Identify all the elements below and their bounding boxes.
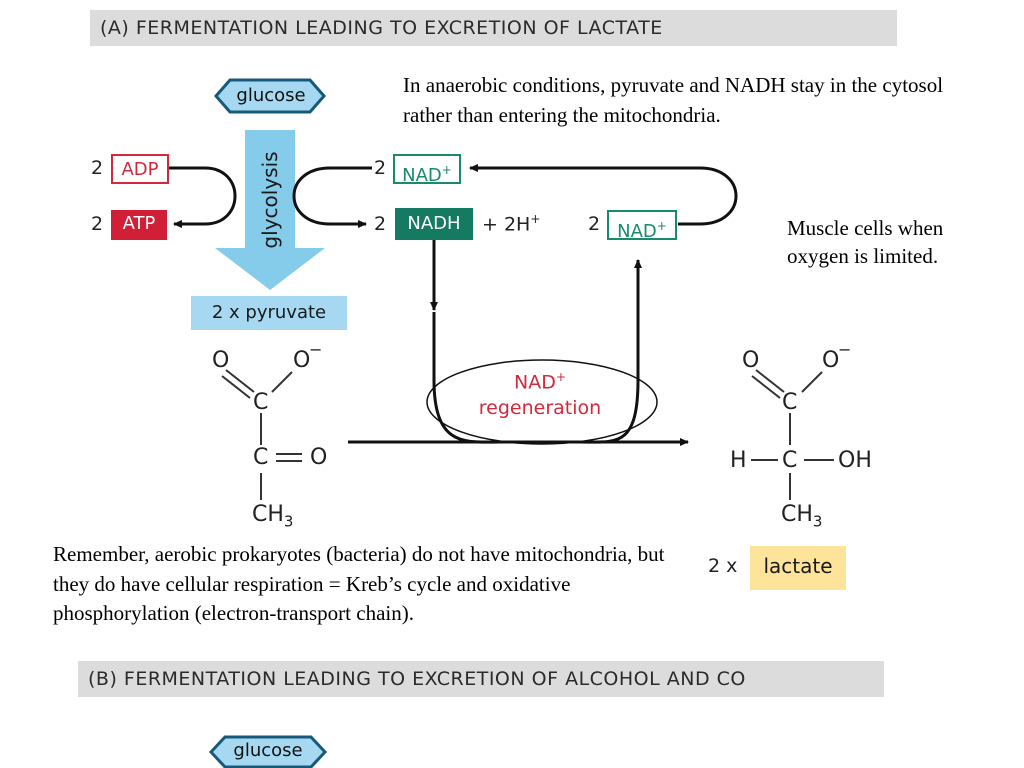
regeneration-highlight-ellipse	[426, 359, 658, 445]
nad-right-box: NAD+	[607, 210, 677, 242]
lactate-prefix: 2 x	[708, 555, 738, 577]
anaerobic-note: In anaerobic conditions, pyruvate and NA…	[403, 73, 944, 127]
nad-top-plus: +	[441, 163, 452, 177]
lactate-oh: OH	[838, 448, 872, 473]
regeneration-label: NAD+ regeneration	[460, 364, 620, 421]
pyruvate-ch3: CH3	[252, 504, 293, 529]
remember-note: Remember, aerobic prokaryotes (bacteria)…	[53, 542, 665, 625]
glucose-hexagon	[214, 78, 326, 114]
pyruvate-o-minus: O	[293, 348, 311, 373]
nadh-count: 2	[374, 213, 387, 235]
glucose-label-b: glucose	[233, 740, 303, 761]
lactate-c-top: C	[782, 390, 798, 415]
nad-top-count: 2	[374, 157, 387, 179]
pyruvate-o-left: O	[212, 348, 230, 373]
lactate-h: H	[730, 448, 747, 473]
lactate-o-left: O	[742, 348, 760, 373]
atp-count: 2	[91, 213, 104, 235]
nad-right-count: 2	[588, 213, 601, 235]
nad-right-plus: +	[656, 219, 667, 233]
adp-box: ADP	[111, 154, 169, 184]
glucose-hexagon-b	[208, 735, 328, 768]
pyruvate-minus-sign: −	[309, 340, 323, 359]
lactate-sub3: 3	[812, 512, 823, 531]
lactate-o-minus: O	[822, 348, 840, 373]
panel-b-title: (B) FERMENTATION LEADING TO EXCRETION OF…	[78, 661, 884, 697]
pyruvate-c-mid: C	[253, 445, 269, 470]
regeneration-line2: regeneration	[478, 397, 602, 420]
nad-top-label: NAD	[402, 165, 442, 186]
lactate-box: lactate	[750, 546, 846, 590]
glycolysis-arrow	[215, 130, 325, 290]
glucose-label: glucose	[236, 85, 306, 106]
pyruvate-c-top: C	[253, 390, 269, 415]
nad-top-box: NAD+	[393, 154, 461, 186]
lactate-ch3: CH3	[781, 504, 822, 529]
nadh-box: NADH	[395, 208, 473, 240]
nad-nadh-loop	[292, 166, 372, 228]
plus-2h: + 2H+	[482, 212, 540, 235]
panel-a-title: (A) FERMENTATION LEADING TO EXCRETION OF…	[90, 10, 897, 46]
nad-return-loop	[469, 164, 738, 226]
muscle-note: Muscle cells when oxygen is limited.	[787, 216, 944, 268]
pyruvate-o-keto: O	[310, 445, 328, 470]
pyruvate-bonds	[221, 369, 302, 500]
regeneration-plus: +	[555, 370, 566, 384]
nad-right-label: NAD	[617, 221, 657, 242]
plus-2h-plus: +	[530, 212, 541, 226]
lactate-ch: CH	[781, 502, 813, 527]
adp-atp-loop	[168, 166, 237, 228]
regeneration-line1: NAD+	[460, 364, 620, 395]
regeneration-nad: NAD	[514, 371, 556, 394]
adp-count: 2	[91, 157, 104, 179]
lactate-bonds	[751, 369, 834, 500]
pyruvate-box: 2 x pyruvate	[191, 296, 347, 330]
atp-box: ATP	[111, 210, 167, 240]
lactate-c-mid: C	[782, 448, 798, 473]
plus-2h-label: + 2H	[482, 213, 531, 236]
lactate-minus-sign: −	[838, 340, 852, 359]
pyruvate-ch: CH	[252, 502, 284, 527]
pyruvate-sub3: 3	[283, 512, 294, 531]
